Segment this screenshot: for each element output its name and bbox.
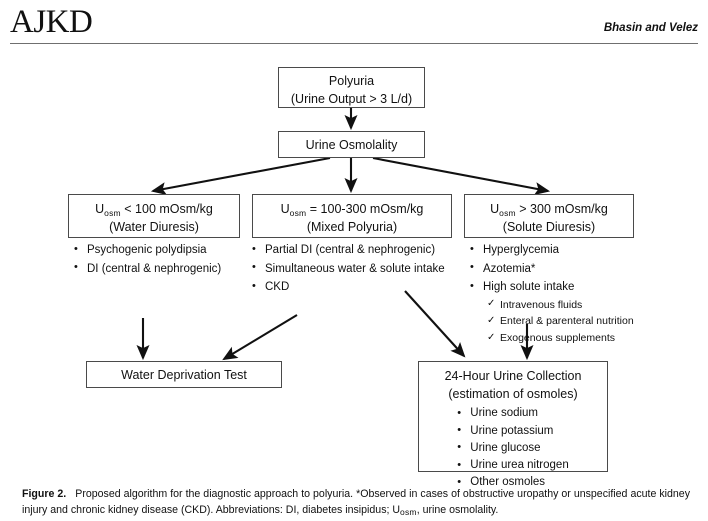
node-urine-osmolality-label: Urine Osmolality (305, 138, 398, 152)
sub-bullet-item: Exogenous supplements (470, 330, 690, 347)
bullet-item: Partial DI (central & nephrogenic) (252, 241, 472, 260)
node-mixed-polyuria-line-1: Uosm = 100-300 mOsm/kg (280, 202, 424, 218)
node-urine-osmolality[interactable]: Urine Osmolality (278, 131, 425, 158)
node-polyuria[interactable]: Polyuria (Urine Output > 3 L/d) (278, 67, 425, 108)
bullets-solute-diuresis: Hyperglycemia Azotemia* High solute inta… (470, 241, 690, 347)
sub-bullet-item: Enteral & parenteral nutrition (470, 313, 690, 330)
figure-caption-text: Proposed algorithm for the diagnostic ap… (22, 488, 690, 518)
figure-caption: Figure 2. Proposed algorithm for the dia… (22, 487, 690, 519)
figure-flowchart: Polyuria (Urine Output > 3 L/d) Urine Os… (0, 48, 708, 490)
node-mixed-polyuria[interactable]: Uosm = 100-300 mOsm/kg (Mixed Polyuria) (252, 194, 452, 238)
node-mixed-polyuria-line-2: (Mixed Polyuria) (306, 220, 398, 235)
bullets-mixed-polyuria: Partial DI (central & nephrogenic) Simul… (252, 241, 472, 297)
arrow-mixed-polyuria-to-urine-collection (404, 290, 466, 358)
node-urine-collection[interactable]: 24-Hour Urine Collection (estimation of … (418, 361, 608, 490)
node-polyuria-line-1: Polyuria (328, 74, 375, 88)
node-water-diuresis[interactable]: Uosm < 100 mOsm/kg (Water Diuresis) (68, 194, 240, 238)
arrow-osmolality-to-water-diuresis (150, 156, 331, 196)
bullet-item: DI (central & nephrogenic) (74, 259, 254, 279)
node-solute-diuresis-line-2: (Solute Diuresis) (502, 220, 596, 235)
bullet-item: Urine potassium (457, 422, 568, 440)
bullet-item: CKD (252, 278, 472, 297)
header-divider (10, 43, 698, 44)
node-urine-collection-line-1: 24-Hour Urine Collection (444, 369, 582, 383)
bullet-item: Other osmoles (457, 474, 568, 491)
bullets-urine-collection: Urine sodium Urine potassium Urine gluco… (457, 405, 568, 491)
bullet-item: Azotemia* (470, 259, 690, 279)
page-header: AJKD Bhasin and Velez (0, 0, 708, 48)
node-water-deprivation-test[interactable]: Water Deprivation Test (86, 361, 282, 388)
bullet-item: Urine urea nitrogen (457, 456, 568, 474)
running-authors: Bhasin and Velez (603, 22, 698, 34)
bullet-item: Simultaneous water & solute intake (252, 259, 472, 279)
figure-caption-label: Figure 2. (22, 488, 67, 500)
node-water-diuresis-line-1: Uosm < 100 mOsm/kg (95, 202, 213, 218)
sub-bullet-item: Intravenous fluids (470, 296, 690, 314)
arrow-osmolality-to-solute-diuresis (372, 156, 551, 195)
node-water-diuresis-line-2: (Water Diuresis) (109, 220, 199, 235)
journal-logo: AJKD (10, 4, 93, 40)
node-water-deprivation-test-label: Water Deprivation Test (121, 368, 247, 382)
arrow-mixed-polyuria-to-deprivation-test (222, 314, 298, 361)
node-polyuria-line-2: (Urine Output > 3 L/d) (290, 92, 413, 107)
node-solute-diuresis-line-1: Uosm > 300 mOsm/kg (490, 202, 608, 218)
bullet-item: Psychogenic polydipsia (74, 241, 254, 260)
bullet-item: Urine glucose (457, 439, 568, 457)
bullet-item: Hyperglycemia (470, 241, 690, 260)
bullet-item: Urine sodium (457, 405, 568, 422)
node-solute-diuresis[interactable]: Uosm > 300 mOsm/kg (Solute Diuresis) (464, 194, 634, 238)
node-urine-collection-line-2: (estimation of osmoles) (448, 387, 578, 402)
bullet-item: High solute intake (470, 278, 690, 297)
bullets-water-diuresis: Psychogenic polydipsia DI (central & nep… (74, 241, 254, 278)
